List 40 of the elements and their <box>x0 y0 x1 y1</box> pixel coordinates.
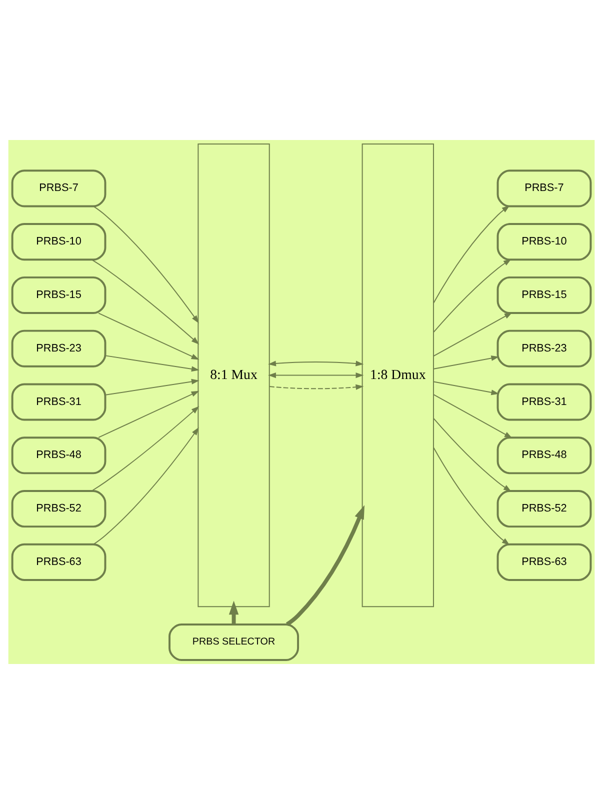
node-box: PRBS-10 <box>496 222 592 260</box>
node-box: PRBS-15 <box>11 276 106 314</box>
arrow <box>105 354 200 372</box>
arrow <box>92 406 200 491</box>
arrow <box>286 504 365 626</box>
node-box: PRBS-31 <box>11 382 106 420</box>
arrow <box>433 354 500 369</box>
arrow <box>433 258 512 332</box>
arrow <box>105 378 200 395</box>
node-box: PRBS-23 <box>11 329 106 367</box>
arrow <box>98 312 200 360</box>
arrow <box>268 372 364 378</box>
node-box: PRBS-10 <box>11 222 106 260</box>
arrow <box>433 204 510 303</box>
node-box: PRBS-7 <box>496 169 592 207</box>
node-box: 8:1 Mux <box>198 142 270 607</box>
node-box: PRBS-48 <box>496 436 592 474</box>
node-box: PRBS SELECTOR <box>168 622 300 661</box>
arrow <box>433 312 512 356</box>
node-box: PRBS-48 <box>11 436 106 474</box>
arrow <box>433 417 512 492</box>
node-box: PRBS-52 <box>11 490 106 528</box>
arrow <box>433 394 512 438</box>
arrow <box>228 600 239 624</box>
node-box: PRBS-7 <box>11 169 106 207</box>
arrow <box>93 205 199 323</box>
arrow <box>98 390 200 438</box>
arrow <box>433 380 500 395</box>
node-box: PRBS-31 <box>496 382 592 420</box>
arrow <box>269 384 364 390</box>
node-box: PRBS-63 <box>11 542 106 580</box>
arrow <box>433 446 510 545</box>
node-box: 1:8 Dmux <box>362 142 434 607</box>
node-box: PRBS-15 <box>496 276 592 314</box>
node-box: PRBS-52 <box>496 490 592 528</box>
node-box: PRBS-23 <box>496 329 592 367</box>
arrow <box>268 360 364 366</box>
node-box: PRBS-63 <box>496 542 592 580</box>
arrow <box>93 426 199 544</box>
arrow <box>92 258 200 344</box>
